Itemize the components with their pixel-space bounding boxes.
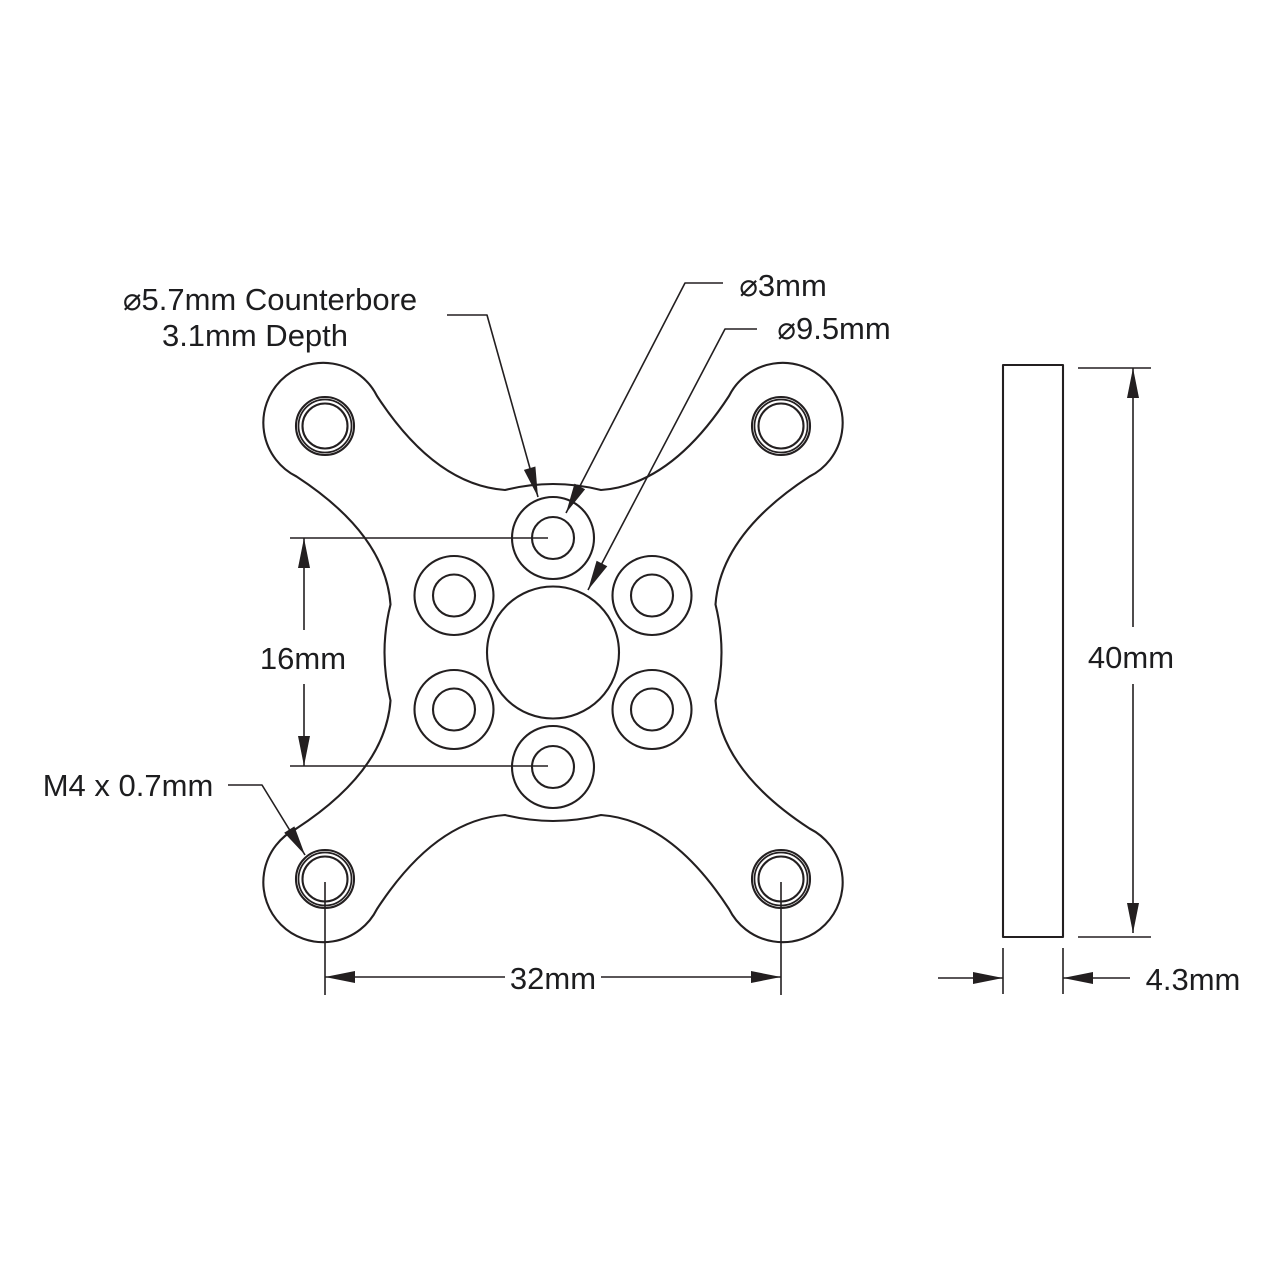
- callout-3mm-label: ⌀3mm: [739, 268, 827, 303]
- dimension-16mm: 16mm: [260, 537, 548, 767]
- callout-9-5mm-label: ⌀9.5mm: [777, 311, 890, 346]
- plate-outline: [262, 361, 844, 944]
- hole-inner-circle: [629, 687, 675, 732]
- thread-major-circle: [750, 395, 812, 457]
- motor-hole-upper-right: [611, 554, 693, 637]
- dimension-label-32mm: 32mm: [510, 961, 596, 996]
- hole-inner-circle: [629, 573, 675, 618]
- thread-hole-top-left: [294, 395, 356, 457]
- hole-outer-circle: [611, 554, 693, 637]
- hole-inner-circle: [431, 573, 477, 618]
- callout-m4: M4 x 0.7mm: [43, 768, 306, 856]
- arrowhead: [588, 560, 608, 590]
- arrowhead-up: [298, 538, 310, 568]
- arrowhead-left: [1063, 972, 1093, 984]
- callout-counterbore-line1: ⌀5.7mm Counterbore: [123, 282, 417, 317]
- dimension-label-4-3mm: 4.3mm: [1146, 962, 1241, 997]
- leader-line: [447, 314, 539, 498]
- arrowhead-down: [298, 736, 310, 766]
- dimension-label-40mm: 40mm: [1088, 640, 1174, 675]
- thread-runout-circle: [753, 398, 809, 454]
- arrowhead-down: [1127, 903, 1139, 933]
- front-view: [262, 361, 844, 944]
- dimension-40mm: 40mm: [1078, 367, 1174, 938]
- counterbore-hole-bottom: [510, 724, 596, 810]
- hole-inner-circle: [431, 687, 477, 732]
- callout-3mm: ⌀3mm: [565, 268, 827, 514]
- arrowhead: [566, 483, 586, 513]
- thread-minor-circle: [757, 402, 805, 450]
- arrowhead-right: [973, 972, 1003, 984]
- side-profile-rect: [1001, 363, 1065, 939]
- motor-hole-upper-left: [413, 554, 495, 637]
- hole-outer-circle: [413, 554, 495, 637]
- counterbore-inner-circle: [530, 744, 576, 790]
- leader-line: [228, 784, 306, 856]
- arrowhead-up: [1127, 368, 1139, 398]
- center-bore-hole: [485, 585, 621, 720]
- arrowhead-right: [751, 971, 781, 983]
- dimension-32mm: 32mm: [324, 882, 782, 996]
- arrowhead: [523, 466, 538, 497]
- thread-minor-circle: [301, 402, 349, 450]
- arrowhead: [284, 826, 305, 855]
- callout-counterbore: ⌀5.7mm Counterbore 3.1mm Depth: [123, 282, 539, 498]
- dimension-4-3mm: 4.3mm: [938, 948, 1240, 997]
- motor-hole-lower-right: [611, 668, 693, 751]
- callout-9-5mm: ⌀9.5mm: [587, 311, 891, 591]
- hole-outer-circle: [611, 668, 693, 751]
- dimension-label-16mm: 16mm: [260, 641, 346, 676]
- arrowhead-left: [325, 971, 355, 983]
- thread-major-circle: [294, 395, 356, 457]
- motor-hole-lower-left: [413, 668, 495, 751]
- leader-line: [587, 328, 757, 591]
- counterbore-outer-circle: [510, 724, 596, 810]
- callout-counterbore-line2: 3.1mm Depth: [162, 318, 348, 353]
- callout-m4-label: M4 x 0.7mm: [43, 768, 214, 803]
- thread-runout-circle: [297, 398, 353, 454]
- leader-line: [565, 282, 723, 514]
- thread-hole-top-right: [750, 395, 812, 457]
- side-view: [1001, 363, 1065, 939]
- hole-outer-circle: [413, 668, 495, 751]
